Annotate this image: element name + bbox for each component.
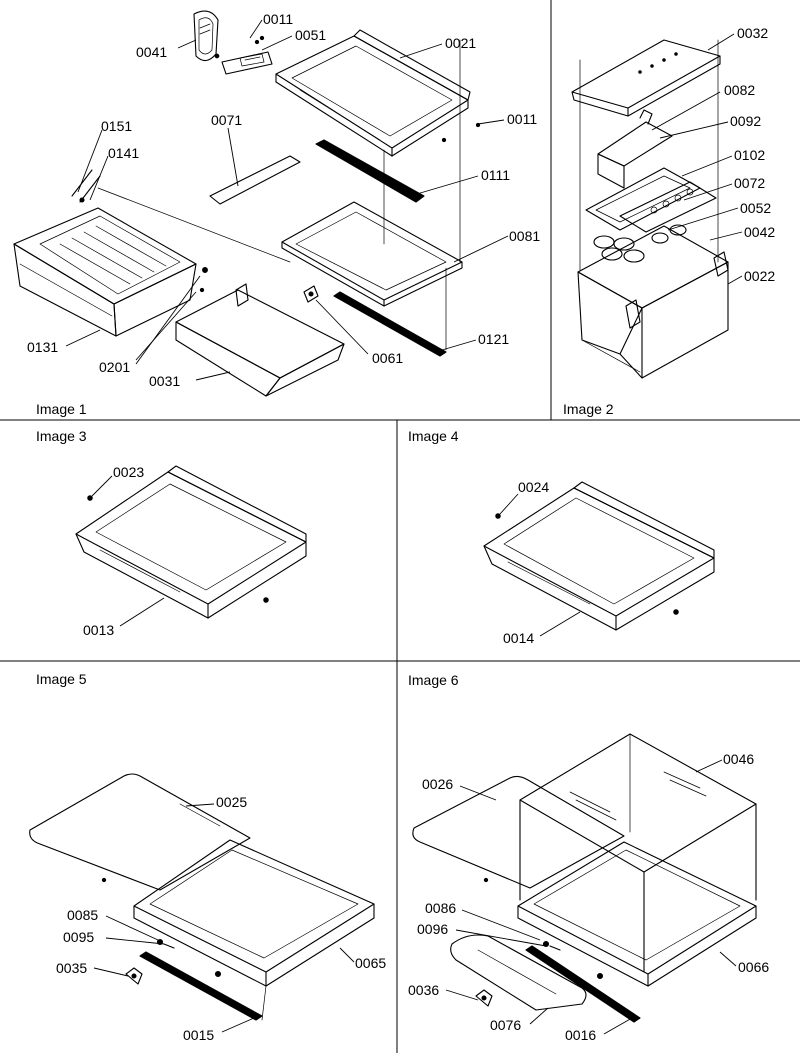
callout-0016: 0016 [565,1027,596,1043]
panel-title-image-5: Image 5 [36,671,87,687]
callout-0085: 0085 [67,907,98,923]
control-knob-housing [193,10,220,62]
control-bracket [221,35,273,75]
callout-0013: 0013 [83,622,114,638]
callout-0102: 0102 [734,147,765,163]
cover-bracket [125,967,143,985]
panel-title-image-2: Image 2 [563,401,614,417]
callout-0082: 0082 [724,82,755,98]
dairy-door-cover [571,39,721,117]
mounting-bracket [303,285,319,303]
pantry-box-liner [519,733,757,973]
callout-0151: 0151 [101,118,132,134]
lower-shelf-frame [281,39,463,307]
dairy-bin [577,39,729,379]
callout-0095: 0095 [63,929,94,945]
callout-0096: 0096 [417,921,448,937]
panel-title-image-6: Image 6 [408,672,459,688]
callout-0025: 0025 [216,794,247,810]
callout-0111: 0111 [481,167,510,183]
callout-0041: 0041 [136,44,167,60]
callout-0121: 0121 [478,331,509,347]
image-3-shelf [75,465,307,619]
callout-0014: 0014 [503,630,534,646]
crisper-drawer [13,207,197,337]
egg-tray-housing [597,109,673,189]
callout-0036: 0036 [408,982,439,998]
pantry-frame [517,841,757,987]
front-trim-rail [139,951,263,1021]
callouts-image-1: 0041 0011 0051 0021 0011 0071 0151 0141 … [27,11,540,389]
callout-0026: 0026 [422,776,453,792]
panel-title-image-3: Image 3 [36,428,87,444]
image-5-parts [29,773,375,1021]
callout-0011-top: 0011 [263,11,293,27]
callout-0081: 0081 [509,228,540,244]
callout-0032: 0032 [737,25,768,41]
callout-0051: 0051 [295,27,326,43]
callout-0011-right: 0011 [507,111,537,127]
front-rail-strip [315,139,425,203]
pantry-drawer-front [450,934,587,1011]
pantry-bracket [475,989,493,1007]
callouts-image-4: 0024 0014 [503,479,549,646]
callout-0141: 0141 [108,145,139,161]
image-2-parts [571,39,729,379]
callout-0022: 0022 [744,268,775,284]
callout-0072: 0072 [734,175,765,191]
image-4-shelf [483,481,715,631]
leader-lines [65,19,743,1035]
crisper-cover [97,155,301,263]
callout-0061: 0061 [372,350,403,366]
callout-0023: 0023 [113,464,144,480]
callout-0086: 0086 [425,900,456,916]
image-1-parts [13,10,481,397]
top-glass-shelf [275,29,481,157]
callout-0076: 0076 [490,1017,521,1033]
callouts-image-5: 0025 0085 0095 0035 0065 0015 [56,794,386,1043]
callout-0031: 0031 [149,373,180,389]
callout-0071: 0071 [211,112,242,128]
pantry-screw-and-washer [542,940,604,980]
callouts-image-6: 0046 0026 0086 0096 0036 0066 0076 0016 [408,751,769,1043]
image-6-parts [412,733,757,1023]
crisper-frame [133,839,375,1021]
callout-0042: 0042 [744,224,775,240]
pantry-trim-rail [525,945,641,1023]
panel-title-image-1: Image 1 [36,401,87,417]
callout-0024: 0024 [518,479,549,495]
pantry-cover-glass [412,775,625,889]
callouts-image-2: 0032 0082 0092 0102 0072 0052 0042 0022 [724,25,775,284]
callout-0021: 0021 [445,35,476,51]
callout-0092: 0092 [730,113,761,129]
callout-0046: 0046 [723,751,754,767]
shelf-trim-strip [333,267,447,357]
callout-0131: 0131 [27,339,58,355]
egg-tray [619,181,717,233]
callout-0066: 0066 [738,959,769,975]
callout-0201: 0201 [99,359,130,375]
callout-0065: 0065 [355,955,386,971]
callout-0035: 0035 [56,960,87,976]
meat-pan-drawer [175,267,345,397]
callout-0052: 0052 [740,200,771,216]
panel-title-image-4: Image 4 [408,428,459,444]
callouts-image-3: 0023 0013 [83,464,144,638]
callout-0015: 0015 [183,1027,214,1043]
drawer-slide-support [71,169,101,203]
crisper-cover-glass [29,773,251,891]
